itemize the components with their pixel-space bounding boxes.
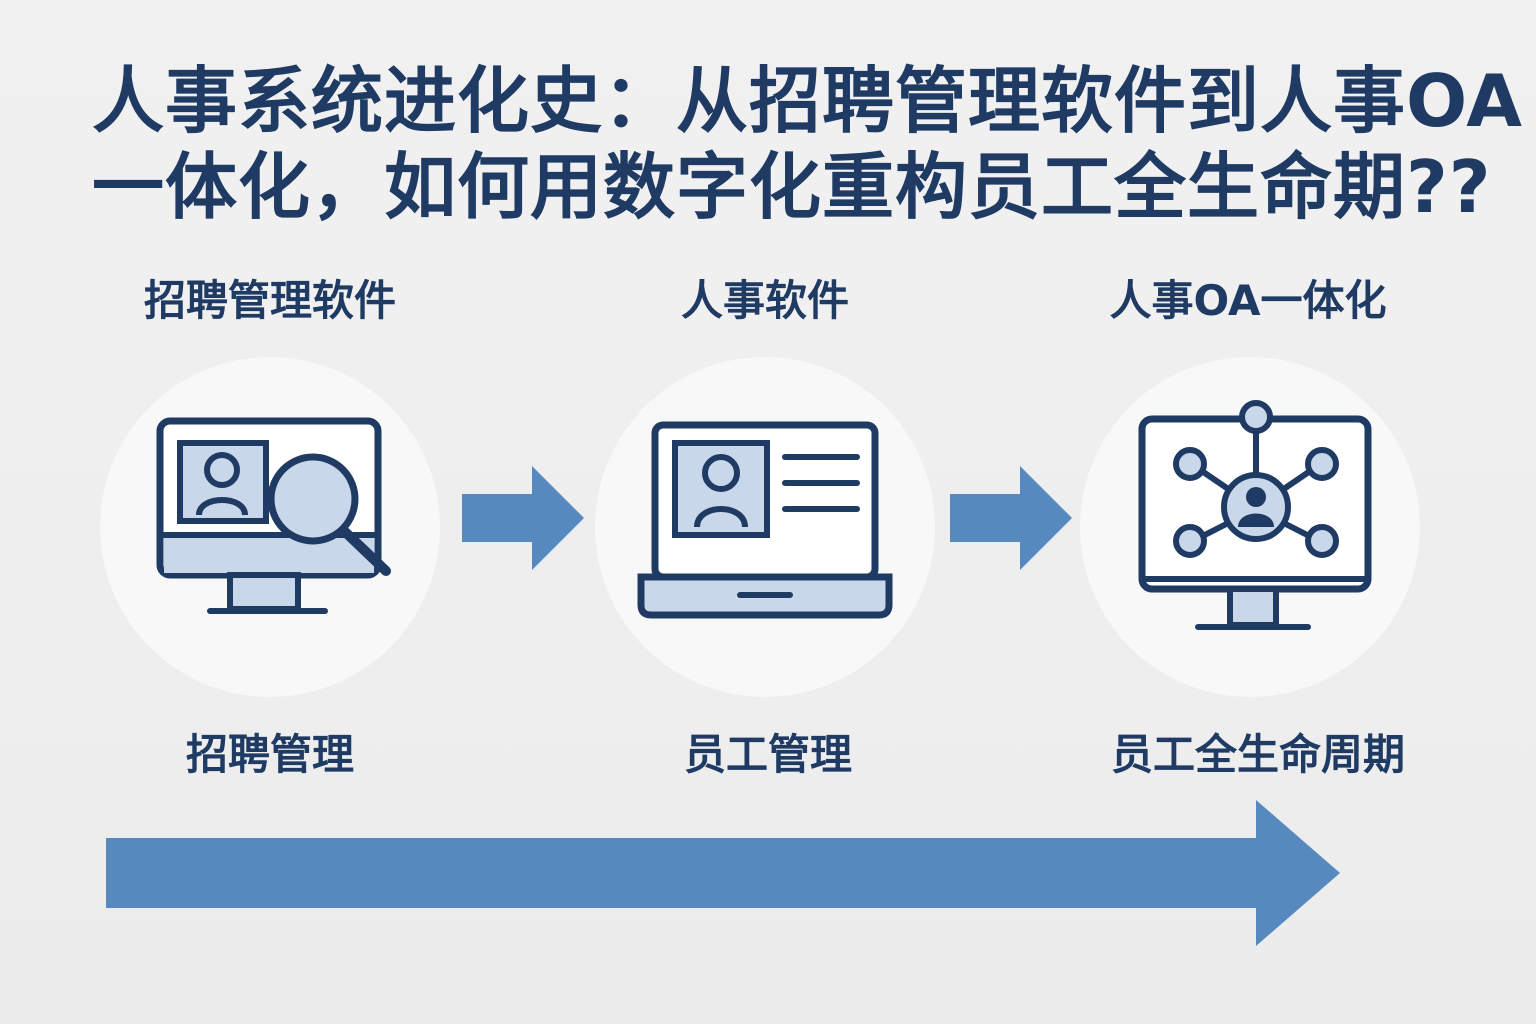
monitor-network-icon bbox=[1138, 400, 1372, 630]
stage-1-sublabel: 招聘管理 bbox=[185, 730, 354, 779]
stage-arrow-1 bbox=[462, 466, 584, 570]
laptop-profile-icon bbox=[637, 421, 893, 619]
stage-1-label: 招聘管理软件 bbox=[143, 276, 396, 325]
title-line-1: 人事系统进化史：从招聘管理软件到人事OA bbox=[92, 59, 1523, 143]
stage-2-sublabel: 员工管理 bbox=[683, 730, 852, 779]
stage-3-circle bbox=[1080, 357, 1420, 697]
stage-2-circle bbox=[595, 357, 935, 697]
page-title: 人事系统进化史：从招聘管理软件到人事OA 一体化，如何用数字化重构员工全生命期?… bbox=[92, 58, 1523, 230]
title-line-2: 一体化，如何用数字化重构员工全生命期?? bbox=[92, 145, 1492, 229]
timeline-arrow bbox=[106, 800, 1340, 946]
stage-1-circle bbox=[100, 357, 440, 697]
stage-3-label: 人事OA一体化 bbox=[1109, 276, 1387, 325]
stage-2-label: 人事软件 bbox=[680, 276, 849, 325]
stage-arrow-2 bbox=[950, 466, 1072, 570]
monitor-recruit-search-icon bbox=[156, 417, 391, 614]
stage-3-sublabel: 员工全生命周期 bbox=[1110, 730, 1405, 779]
